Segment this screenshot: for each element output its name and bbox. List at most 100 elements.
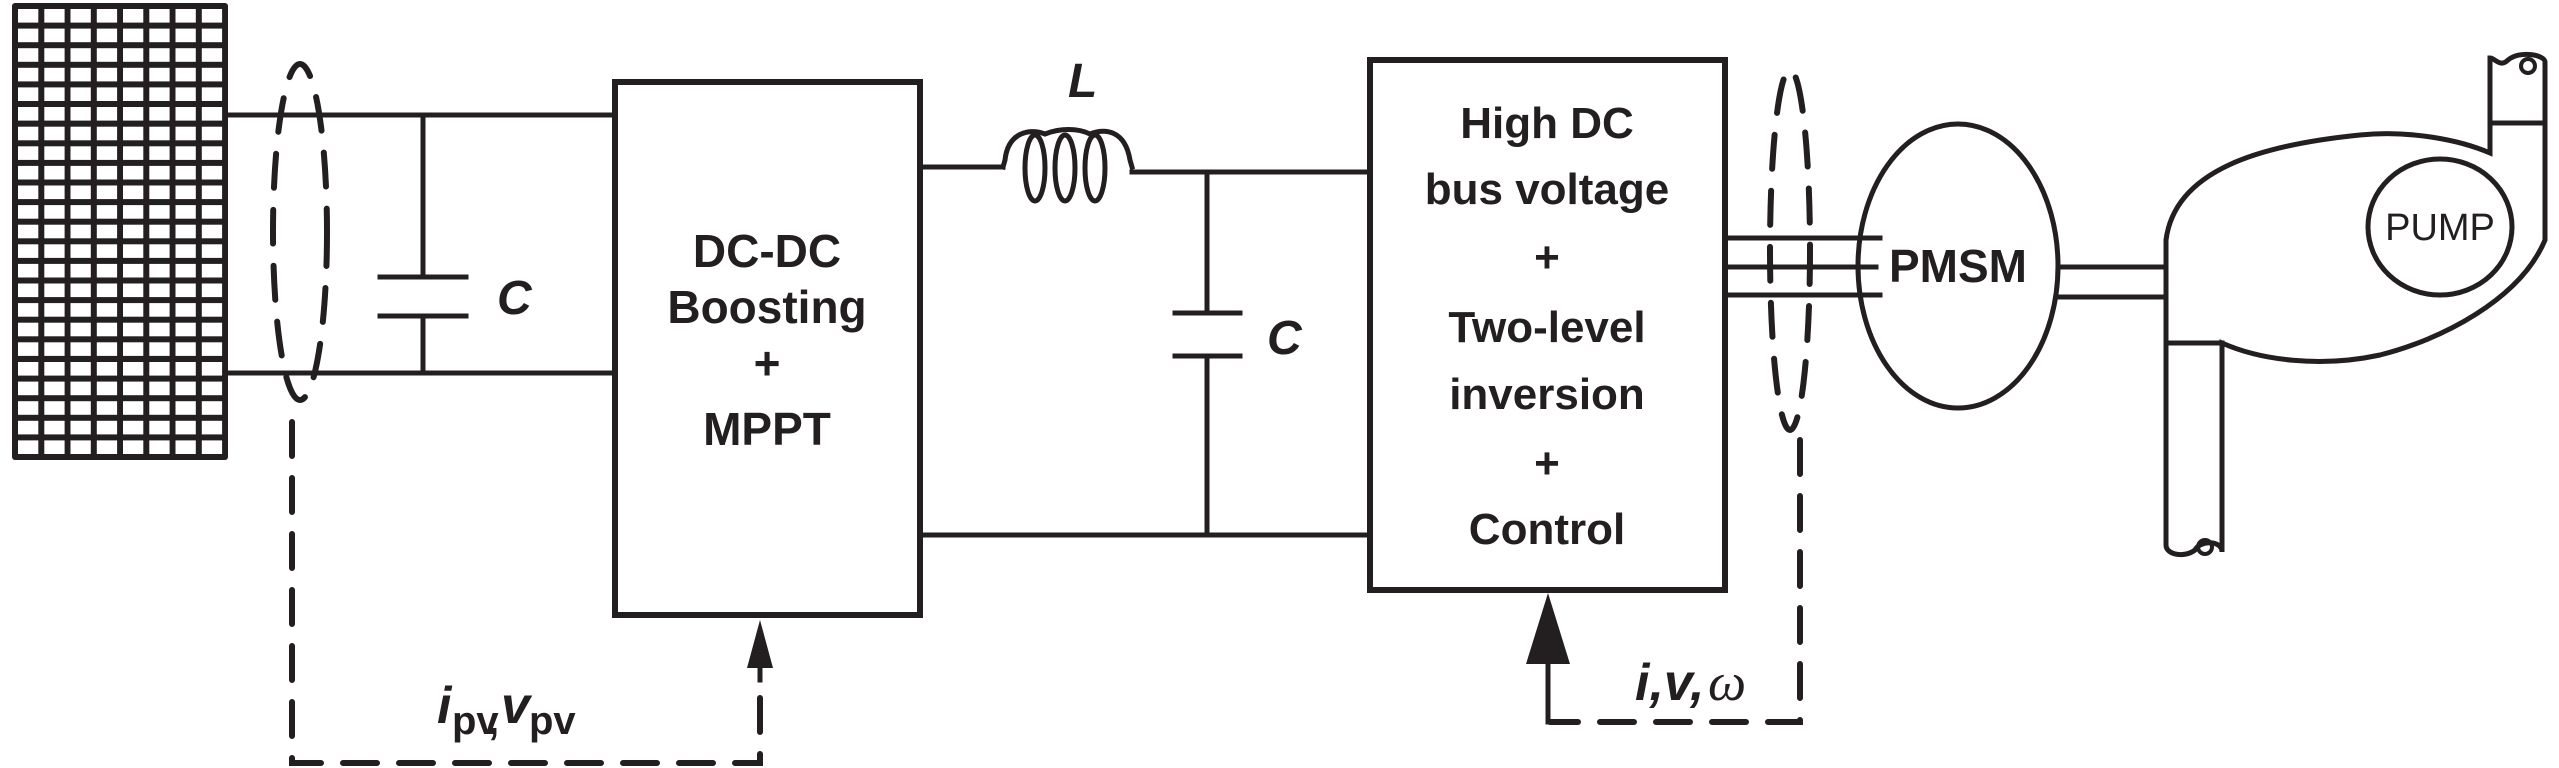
- pv-cell: [123, 165, 144, 180]
- pv-cell: [18, 67, 39, 82]
- pv-cell: [201, 107, 223, 121]
- pv-cell: [44, 126, 65, 141]
- pv-cell: [201, 28, 223, 43]
- pv-cell: [96, 303, 118, 317]
- motor-feedback-omega: ω: [1708, 652, 1746, 712]
- pv-cell: [201, 67, 223, 82]
- pv-cell: [96, 263, 118, 278]
- pv-cell: [70, 48, 91, 62]
- pv-cell: [70, 67, 91, 82]
- pv-cell: [44, 28, 65, 43]
- pv-cell: [201, 362, 223, 376]
- pv-cell: [175, 107, 196, 121]
- pv-cell: [149, 67, 170, 82]
- dcdc-line-1: DC-DC: [693, 225, 841, 277]
- pv-cell: [175, 205, 196, 219]
- pv-cell: [201, 48, 223, 62]
- pv-cell: [96, 9, 118, 23]
- pv-cell: [44, 401, 65, 415]
- pv-cell: [175, 224, 196, 239]
- pv-cell: [201, 205, 223, 219]
- pv-cell: [149, 185, 170, 200]
- pv-cell: [44, 67, 65, 82]
- inverter-line-7: Control: [1469, 505, 1625, 554]
- pv-cell: [96, 185, 118, 200]
- pv-cell: [175, 362, 196, 376]
- pv-feedback-voltage-sub: pv: [529, 699, 576, 743]
- pv-cell: [70, 146, 91, 160]
- pv-cell: [123, 263, 144, 278]
- pv-cell: [123, 224, 144, 239]
- pv-cell: [201, 303, 223, 317]
- pv-cell: [96, 126, 118, 141]
- pv-feedback-path: [289, 419, 763, 766]
- pv-cell: [70, 381, 91, 396]
- pv-cell: [96, 165, 118, 180]
- pv-cell: [96, 28, 118, 43]
- pv-cell: [175, 28, 196, 43]
- pv-cell: [96, 67, 118, 82]
- pv-cell: [123, 244, 144, 258]
- dcdc-block-text: DC-DC Boosting + MPPT: [667, 225, 866, 455]
- pv-cell: [18, 283, 39, 298]
- pv-cell: [18, 224, 39, 239]
- pv-cell: [149, 420, 170, 435]
- pv-cell: [123, 67, 144, 82]
- inverter-line-4: Two-level: [1448, 303, 1645, 352]
- pv-cell: [149, 87, 170, 101]
- pv-cell: [70, 401, 91, 415]
- pv-cell: [18, 146, 39, 160]
- pv-cell: [96, 420, 118, 435]
- pv-cell: [175, 67, 196, 82]
- pv-cell: [18, 205, 39, 219]
- pv-cell: [201, 244, 223, 258]
- pv-cell: [175, 9, 196, 23]
- pv-cell: [70, 28, 91, 43]
- pv-cell: [201, 165, 223, 180]
- pv-cell: [70, 107, 91, 121]
- pv-cell: [18, 440, 39, 454]
- pv-cell: [175, 342, 196, 356]
- motor-feedback-label: i,v, ω: [1635, 652, 1746, 712]
- pv-cell: [96, 322, 118, 337]
- pv-cell: [70, 342, 91, 356]
- pv-array-frame: [12, 3, 228, 460]
- pv-cell: [175, 283, 196, 298]
- pv-cell: [201, 185, 223, 200]
- pv-cell: [149, 224, 170, 239]
- pv-cell: [123, 420, 144, 435]
- pv-cell: [44, 87, 65, 101]
- pv-cell: [18, 126, 39, 141]
- pv-cell: [175, 263, 196, 278]
- pmsm-label: PMSM: [1889, 240, 2027, 292]
- pv-cell: [70, 420, 91, 435]
- dc-link-capacitor: [1172, 169, 1243, 538]
- pv-cell: [70, 205, 91, 219]
- pv-cell: [123, 205, 144, 219]
- pv-cell: [149, 165, 170, 180]
- pv-feedback-current: i: [437, 677, 453, 735]
- pv-cell: [96, 87, 118, 101]
- pv-cell: [175, 420, 196, 435]
- pv-cell: [44, 146, 65, 160]
- pv-cell: [149, 48, 170, 62]
- pv-cell: [44, 165, 65, 180]
- pv-feedback-arrow: [747, 620, 773, 683]
- pv-cell: [44, 420, 65, 435]
- pv-cell: [96, 440, 118, 454]
- pv-cell: [70, 185, 91, 200]
- pv-cell: [96, 107, 118, 121]
- pv-cell: [123, 342, 144, 356]
- pv-cell: [175, 381, 196, 396]
- pv-cell: [96, 362, 118, 376]
- pv-cell: [149, 440, 170, 454]
- pv-cell: [44, 381, 65, 396]
- pv-cell: [18, 244, 39, 258]
- pv-cell: [175, 87, 196, 101]
- pv-cell: [18, 165, 39, 180]
- pv-cell: [70, 362, 91, 376]
- pv-cell: [123, 87, 144, 101]
- pv-cell: [201, 440, 223, 454]
- pv-cell: [18, 303, 39, 317]
- pv-cell: [123, 28, 144, 43]
